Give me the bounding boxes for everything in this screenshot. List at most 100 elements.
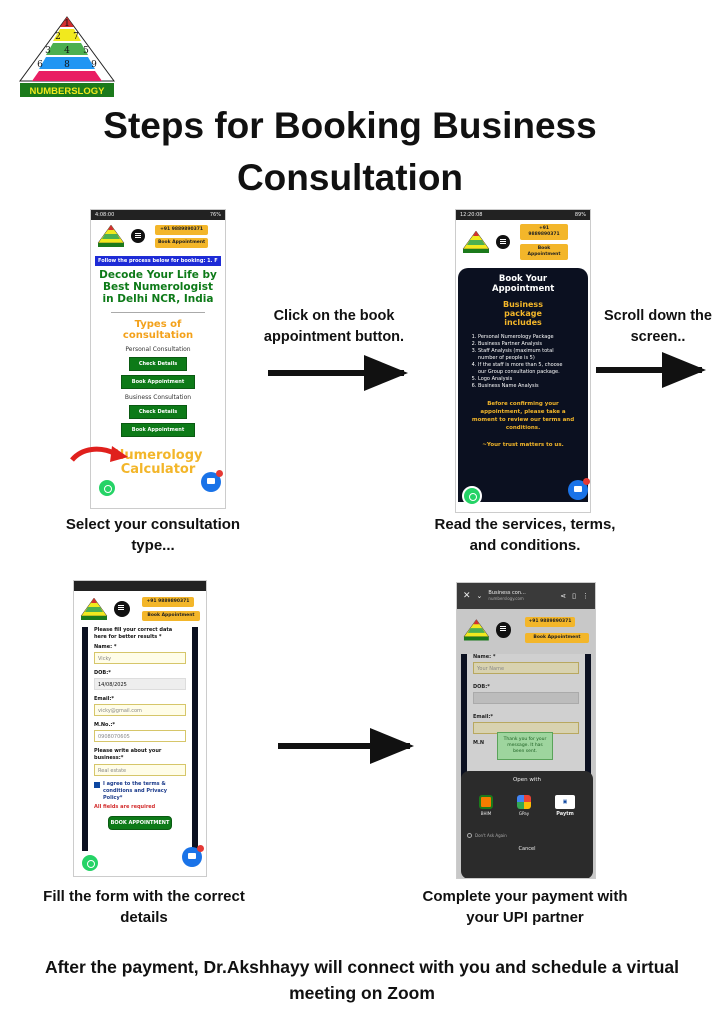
mobile-field[interactable]: 0908070605 bbox=[94, 730, 186, 742]
email-field[interactable]: vicky@gmail.com bbox=[94, 704, 186, 716]
mobile-label: M.No.:* bbox=[94, 722, 116, 728]
cancel-button[interactable]: Cancel bbox=[518, 846, 536, 852]
list-item: If the staff is more than 5, choose our … bbox=[478, 362, 572, 376]
booking-form: Please fill your correct data here for b… bbox=[82, 627, 198, 851]
agree-text: I agree to the terms & conditions and Pr… bbox=[103, 781, 168, 801]
site-header: +91 9889890371 Book Appointment bbox=[74, 591, 206, 627]
phone-button[interactable]: +91 9889890371 bbox=[155, 224, 209, 235]
close-icon[interactable]: ✕ bbox=[463, 591, 471, 601]
browser-url: numberslogy.com bbox=[488, 596, 524, 601]
menu-icon[interactable] bbox=[496, 235, 510, 249]
dob-field[interactable] bbox=[473, 692, 579, 704]
site-logo[interactable] bbox=[462, 230, 490, 254]
bhim-app-option[interactable]: BHIM bbox=[479, 795, 493, 817]
agree-checkbox[interactable] bbox=[94, 782, 100, 788]
phone-button[interactable]: +91 9889890371 bbox=[520, 224, 568, 240]
appointment-heading: Book Your Appointment bbox=[492, 274, 555, 294]
app-label: Paytm bbox=[556, 811, 574, 817]
book-appointment-header-button[interactable]: Book Appointment bbox=[142, 611, 200, 621]
bookmark-icon[interactable]: ▯ bbox=[572, 592, 576, 600]
site-logo[interactable] bbox=[80, 597, 108, 621]
site-header: +91 9889890371 Book Appointment bbox=[457, 609, 595, 651]
status-bar bbox=[74, 581, 206, 591]
step-caption-2: Read the services, terms, and conditions… bbox=[434, 516, 616, 554]
list-item: Business Partner Analysis bbox=[478, 341, 572, 348]
email-label: Email:* bbox=[473, 714, 494, 720]
phone-screenshot-3: +91 9889890371 Book Appointment Please f… bbox=[73, 580, 207, 877]
phone-screenshot-4: ✕ ⌄ Business con... numberslogy.com ⋖ ▯ … bbox=[456, 582, 596, 879]
app-label: GPay bbox=[518, 811, 530, 816]
package-heading: Business package includes bbox=[503, 300, 543, 327]
dont-ask-label: Don't Ask Again bbox=[475, 833, 507, 838]
name-label: Name: * bbox=[473, 654, 496, 660]
site-logo[interactable] bbox=[97, 224, 125, 248]
browser-page-title: Business con... bbox=[488, 590, 526, 596]
title-line-2: Consultation bbox=[236, 157, 464, 198]
menu-icon[interactable] bbox=[114, 601, 130, 617]
book-appointment-submit-button[interactable]: BOOK APPOINTMENT bbox=[108, 816, 172, 830]
phone-button[interactable]: +91 9889890371 bbox=[525, 617, 575, 627]
paytm-icon: ▣ bbox=[555, 795, 575, 809]
chat-icon[interactable] bbox=[568, 478, 590, 500]
email-label: Email:* bbox=[94, 696, 115, 702]
dob-field[interactable]: 14/08/2025 bbox=[94, 678, 186, 690]
status-bar: 4:08:00 76% bbox=[91, 210, 225, 220]
browser-bar: ✕ ⌄ Business con... numberslogy.com ⋖ ▯ … bbox=[457, 583, 595, 609]
red-pointer-arrow-icon bbox=[70, 446, 128, 462]
personal-check-details-button[interactable]: Check Details bbox=[129, 357, 187, 371]
footer-note: After the payment, Dr.Akshhayy will conn… bbox=[44, 957, 680, 1003]
trust-text: ~Your trust matters to us. bbox=[482, 442, 564, 448]
step-arrow-caption-2: Scroll down the screen.. bbox=[604, 308, 712, 345]
name-label: Name: * bbox=[94, 644, 117, 650]
title-line-1: Steps for Booking Business bbox=[103, 105, 597, 146]
gpay-app-option[interactable]: GPay bbox=[517, 795, 531, 817]
share-icon[interactable]: ⋖ bbox=[560, 592, 567, 600]
logo-number: 4 bbox=[64, 46, 70, 56]
list-item: Personal Numerology Package bbox=[478, 334, 572, 341]
name-field[interactable]: Your Name bbox=[473, 662, 579, 674]
right-arrow-icon bbox=[278, 728, 414, 764]
status-time: 4:08:00 bbox=[95, 212, 115, 218]
more-icon[interactable]: ⋮ bbox=[582, 592, 589, 600]
business-field[interactable]: Real estate bbox=[94, 764, 186, 776]
business-book-appointment-button[interactable]: Book Appointment bbox=[121, 423, 195, 437]
site-logo[interactable] bbox=[463, 618, 490, 642]
appointment-panel: Book Your Appointment Business package i… bbox=[458, 268, 588, 502]
logo-number: 9 bbox=[91, 60, 97, 70]
list-item: Logo Analysis bbox=[478, 376, 572, 383]
whatsapp-icon[interactable] bbox=[80, 853, 100, 873]
business-check-details-button[interactable]: Check Details bbox=[129, 405, 187, 419]
success-toast: Thank you for your message. It has been … bbox=[497, 732, 553, 760]
logo-number: 5 bbox=[83, 46, 89, 56]
menu-icon[interactable] bbox=[495, 622, 511, 638]
business-label: Please write about your business:* bbox=[94, 748, 162, 761]
name-field[interactable]: Vicky bbox=[94, 652, 186, 664]
page-title: Steps for Booking Business Consultation bbox=[40, 100, 660, 204]
whatsapp-icon[interactable] bbox=[462, 486, 482, 506]
menu-icon[interactable] bbox=[131, 229, 145, 243]
book-appointment-header-button[interactable]: Book Appointment bbox=[525, 633, 589, 643]
chat-icon[interactable] bbox=[182, 845, 204, 867]
logo-brand-text: NUMBERSLOGY bbox=[30, 86, 106, 97]
status-battery: 89% bbox=[574, 212, 586, 218]
numberslogy-logo: 1 2 7 3 4 5 6 8 9 NUMBERSLOGY bbox=[19, 16, 115, 97]
paytm-app-option[interactable]: ▣ Paytm bbox=[555, 795, 575, 817]
step-caption-1: Select your consultation type... bbox=[65, 516, 241, 554]
right-arrow-icon bbox=[596, 352, 706, 388]
whatsapp-icon[interactable] bbox=[97, 478, 117, 498]
hero-headline: Decode Your Life by Best Numerologist in… bbox=[99, 269, 217, 305]
chevron-down-icon[interactable]: ⌄ bbox=[476, 592, 483, 600]
dont-ask-checkbox[interactable] bbox=[467, 833, 472, 838]
book-appointment-header-button[interactable]: Book Appointment bbox=[155, 237, 209, 248]
chat-icon[interactable] bbox=[201, 470, 223, 492]
logo-number: 1 bbox=[64, 19, 70, 29]
book-appointment-header-button[interactable]: Book Appointment bbox=[520, 244, 568, 260]
phone-screenshot-2: 12:20:08 89% +91 9889890371 Book Appoint… bbox=[455, 209, 591, 513]
phone-button[interactable]: +91 9889890371 bbox=[142, 597, 194, 607]
marquee-text: Follow the process below for booking: 1.… bbox=[98, 258, 218, 264]
gpay-icon bbox=[517, 795, 531, 809]
personal-book-appointment-button[interactable]: Book Appointment bbox=[121, 375, 195, 389]
status-battery: 76% bbox=[209, 212, 221, 218]
package-list: Personal Numerology Package Business Par… bbox=[478, 334, 582, 390]
app-label: BHIM bbox=[480, 811, 492, 816]
